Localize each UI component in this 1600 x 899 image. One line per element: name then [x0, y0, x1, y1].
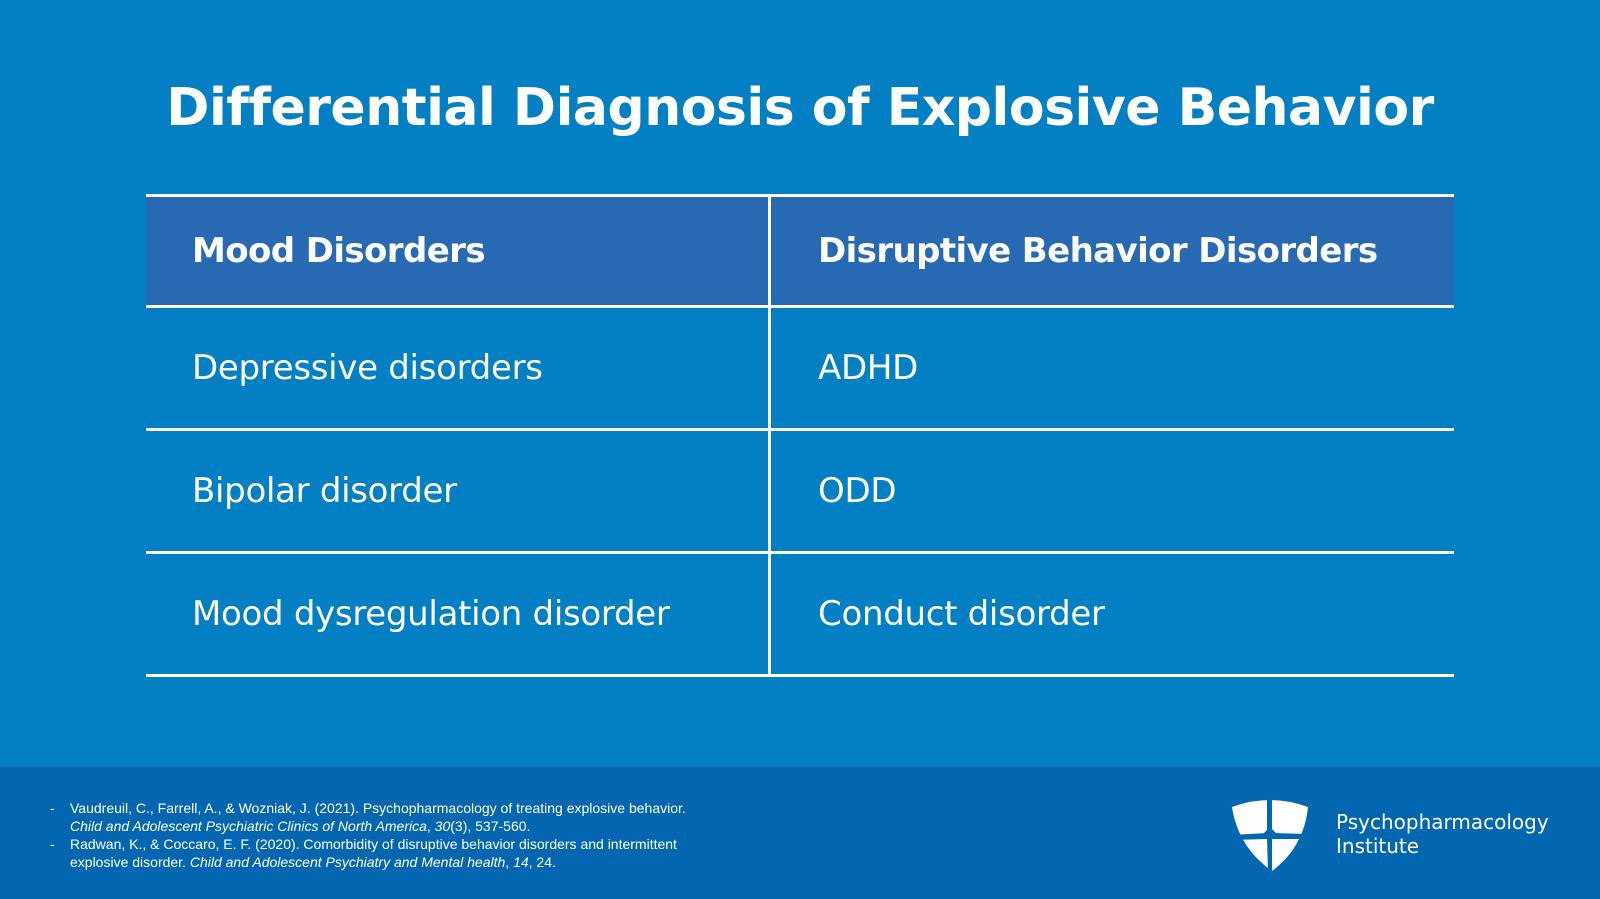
reference-journal: Child and Adolescent Psychiatric Clinics…: [70, 818, 427, 834]
table-row: Depressive disorders ADHD: [146, 308, 1454, 431]
header-disruptive-behavior-disorders: Disruptive Behavior Disorders: [818, 231, 1378, 271]
shield-cross-icon: [1232, 799, 1308, 871]
institute-logo: Psychopharmacology Institute: [1230, 795, 1549, 873]
reference-sep: ,: [505, 854, 514, 870]
reference-pages: (3), 537-560.: [450, 818, 531, 834]
table-cell: Mood dysregulation disorder: [146, 554, 771, 674]
diagnosis-table: Mood Disorders Disruptive Behavior Disor…: [146, 194, 1454, 677]
reference-volume: 30: [434, 818, 451, 834]
header-mood-disorders: Mood Disorders: [146, 197, 771, 305]
references-list: Vaudreuil, C., Farrell, A., & Wozniak, J…: [50, 799, 710, 871]
table-cell: Bipolar disorder: [146, 431, 771, 551]
logo-line-1: Psychopharmacology: [1336, 810, 1549, 834]
reference-text: Radwan, K., & Coccaro, E. F. (2020). Com…: [70, 836, 677, 870]
table-cell: ODD: [818, 471, 897, 511]
table-cell: ADHD: [818, 348, 918, 388]
table-row: Bipolar disorder ODD: [146, 431, 1454, 554]
slide-title: Differential Diagnosis of Explosive Beha…: [166, 78, 1434, 138]
reference-pages: , 24.: [528, 854, 556, 870]
logo-text: Psychopharmacology Institute: [1336, 810, 1549, 858]
reference-item: Radwan, K., & Coccaro, E. F. (2020). Com…: [50, 835, 710, 871]
reference-journal: Child and Adolescent Psychiatry and Ment…: [189, 854, 506, 870]
table-row: Mood dysregulation disorder Conduct diso…: [146, 554, 1454, 677]
table-cell: Conduct disorder: [818, 594, 1105, 634]
logo-line-2: Institute: [1336, 834, 1420, 858]
table-header-row: Mood Disorders Disruptive Behavior Disor…: [146, 194, 1454, 308]
reference-text: Vaudreuil, C., Farrell, A., & Wozniak, J…: [70, 800, 686, 816]
reference-volume: 14: [513, 854, 529, 870]
reference-item: Vaudreuil, C., Farrell, A., & Wozniak, J…: [50, 799, 710, 835]
table-cell: Depressive disorders: [146, 308, 771, 428]
reference-sep: ,: [426, 818, 435, 834]
footer: Vaudreuil, C., Farrell, A., & Wozniak, J…: [0, 767, 1600, 899]
